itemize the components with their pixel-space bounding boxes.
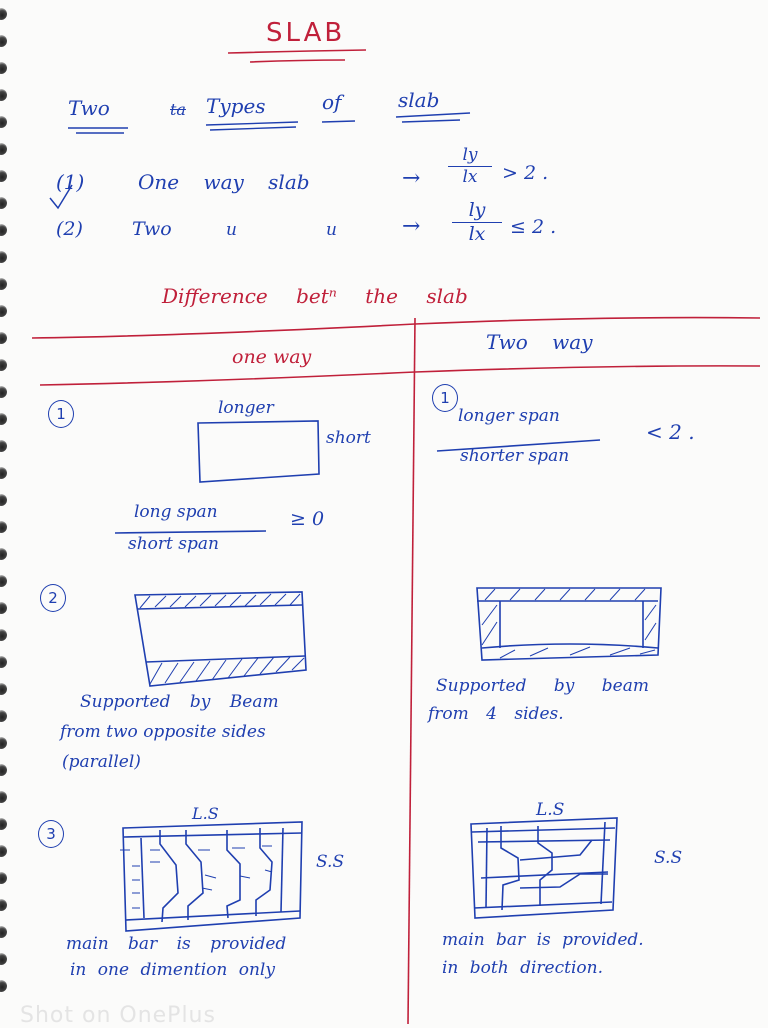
spiral-ring	[0, 926, 7, 938]
row-2-right-line-1: Supported by beam	[436, 676, 649, 696]
spiral-ring	[0, 710, 7, 722]
spiral-ring	[0, 764, 7, 776]
spiral-ring	[0, 89, 7, 101]
row-3-left-line-2: in one dimention only	[70, 960, 275, 980]
type-1-label: One way slab	[138, 170, 310, 194]
spiral-ring	[0, 251, 7, 263]
spiral-ring	[0, 791, 7, 803]
row-1-right-condition: < 2 .	[646, 420, 695, 444]
check-mark-icon	[49, 184, 73, 210]
spiral-ring	[0, 656, 7, 668]
comparison-table-lines	[31, 316, 761, 1024]
row-2-number: 2	[40, 584, 66, 612]
type-1-condition: > 2 .	[502, 162, 549, 184]
types-heading-word-of: of	[322, 90, 342, 114]
row-1-number: 1	[48, 400, 74, 428]
spiral-ring	[0, 332, 7, 344]
spiral-ring	[0, 278, 7, 290]
heading-underlines	[68, 112, 471, 134]
two-way-beam-diagram	[476, 587, 662, 661]
row-1-left-short-label: short	[326, 428, 371, 448]
spiral-ring	[0, 737, 7, 749]
camera-watermark: Shot on OnePlus	[20, 1003, 216, 1028]
spiral-ring	[0, 305, 7, 317]
spiral-ring	[0, 575, 7, 587]
spiral-ring	[0, 494, 7, 506]
row-2-left-line-2: from two opposite sides	[60, 722, 266, 742]
row-3-left-ls-label: L.S	[192, 804, 219, 823]
spiral-ring	[0, 521, 7, 533]
spiral-ring	[0, 359, 7, 371]
type-2-label: Two	[132, 218, 172, 240]
spiral-ring	[0, 629, 7, 641]
type-2-condition: ≤ 2 .	[510, 216, 557, 238]
one-way-reinforcement-diagram	[120, 821, 303, 932]
one-way-rectangle-diagram	[197, 420, 320, 483]
spiral-ring	[0, 35, 7, 47]
spiral-ring	[0, 818, 7, 830]
type-2-ditto-1: u	[226, 220, 237, 240]
spiral-ring	[0, 548, 7, 560]
row-1-left-ratio-numerator: long span	[134, 502, 218, 522]
difference-heading: Difference betⁿ the slab	[162, 284, 468, 308]
spiral-ring	[0, 143, 7, 155]
row-1-left-longer-label: longer	[218, 398, 274, 418]
spiral-ring	[0, 467, 7, 479]
one-way-beam-diagram	[134, 591, 307, 687]
spiral-ring	[0, 386, 7, 398]
types-heading-struck-text: ta	[170, 100, 186, 119]
row-1-left-ratio-denominator: short span	[128, 534, 219, 554]
spiral-ring	[0, 170, 7, 182]
type-2-marker: (2)	[56, 218, 83, 240]
page-title: SLAB	[266, 18, 346, 48]
row-2-right-line-2: from 4 sides.	[428, 704, 564, 724]
row-3-left-line-1: main bar is provided	[66, 934, 287, 954]
spiral-ring	[0, 602, 7, 614]
row-3-right-ls-label: L.S	[536, 800, 565, 820]
type-2-arrow: →	[402, 214, 421, 239]
spiral-ring	[0, 116, 7, 128]
spiral-ring	[0, 980, 7, 992]
spiral-ring	[0, 224, 7, 236]
row-1-right-ratio-denominator: shorter span	[460, 446, 570, 466]
type-1-marker: (1)	[56, 170, 85, 194]
spiral-ring	[0, 683, 7, 695]
row-3-right-line-1: main bar is provided.	[442, 930, 644, 950]
spiral-ring	[0, 872, 7, 884]
column-header-one-way: one way	[232, 346, 312, 368]
type-1-arrow: →	[402, 166, 421, 191]
spiral-ring	[0, 62, 7, 74]
title-underline	[227, 49, 367, 63]
row-3-right-ss-label: S.S	[654, 848, 683, 868]
spiral-ring	[0, 440, 7, 452]
spiral-ring	[0, 8, 7, 20]
row-2-left-line-1: Supported by Beam	[80, 692, 279, 712]
spiral-binding	[0, 0, 14, 1024]
row-2-left-line-3: (parallel)	[62, 752, 141, 772]
row-3-left-ss-label: S.S	[316, 852, 345, 872]
row-1-right-ratio-numerator: longer span	[458, 406, 560, 426]
row-3-number: 3	[38, 820, 64, 848]
type-2-ditto-2: u	[326, 220, 337, 240]
row-1-number-right: 1	[432, 384, 458, 412]
spiral-ring	[0, 899, 7, 911]
spiral-ring	[0, 845, 7, 857]
column-header-two-way: Two way	[486, 330, 593, 354]
two-way-reinforcement-diagram	[470, 817, 618, 919]
spiral-ring	[0, 197, 7, 209]
spiral-ring	[0, 413, 7, 425]
spiral-ring	[0, 953, 7, 965]
types-heading-word-two: Two	[68, 96, 110, 120]
row-1-left-condition: ≥ 0	[290, 508, 325, 530]
types-heading-word-slab: slab	[398, 88, 440, 112]
type-2-ratio: ly lx	[452, 200, 502, 245]
types-heading-word-types: Types	[206, 94, 266, 118]
type-1-ratio: ly lx	[448, 146, 492, 186]
row-3-right-line-2: in both direction.	[442, 958, 603, 978]
